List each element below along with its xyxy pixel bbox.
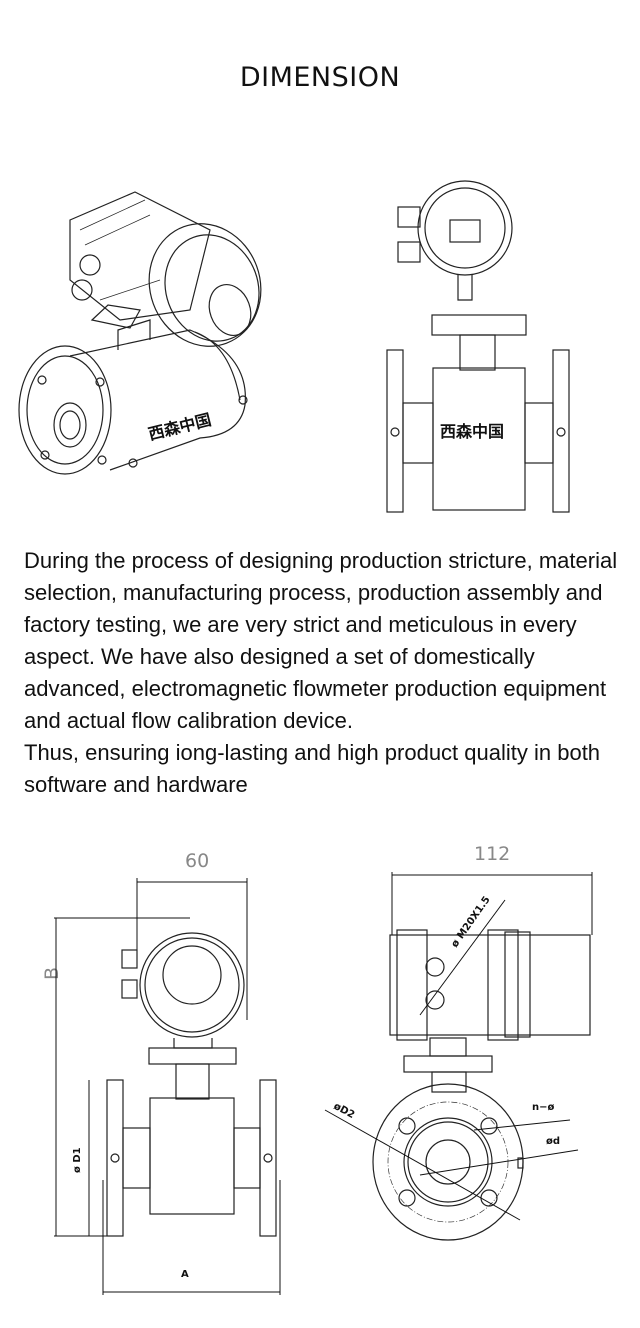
isometric-flowmeter-drawing: 西森中国 [18, 191, 262, 475]
top-drawings: 西森中国 西森中国 [18, 180, 570, 513]
front-view-flowmeter-drawing: 西森中国 [386, 180, 570, 513]
description-paragraph: Thus, ensuring iong-lasting and high pro… [24, 740, 601, 797]
dimension-drawings: 60 B ø D1 A 112 [41, 843, 593, 1295]
dim-height: B [41, 967, 63, 980]
side-dimension-drawing: 112 ø M20X1.5 øD2 n−ø ød [324, 843, 593, 1241]
dim-flange-diameter: ø D1 [72, 1147, 83, 1173]
dim-bore: ød [546, 1136, 560, 1147]
page-title: DIMENSION [239, 62, 401, 93]
dim-width-side: 112 [474, 843, 510, 865]
dim-bolt-circle: øD2 [332, 1101, 357, 1121]
dim-length: A [181, 1269, 189, 1280]
description-paragraph: During the process of designing producti… [24, 548, 618, 733]
front-dimension-drawing: 60 B ø D1 A [41, 850, 281, 1295]
body-marking: 西森中国 [146, 410, 213, 444]
dim-bolt-holes: n−ø [532, 1102, 554, 1113]
dim-thread: ø M20X1.5 [449, 895, 492, 950]
dim-width-front: 60 [185, 850, 209, 872]
body-marking-front: 西森中国 [440, 422, 504, 441]
description: During the process of designing producti… [24, 545, 624, 801]
